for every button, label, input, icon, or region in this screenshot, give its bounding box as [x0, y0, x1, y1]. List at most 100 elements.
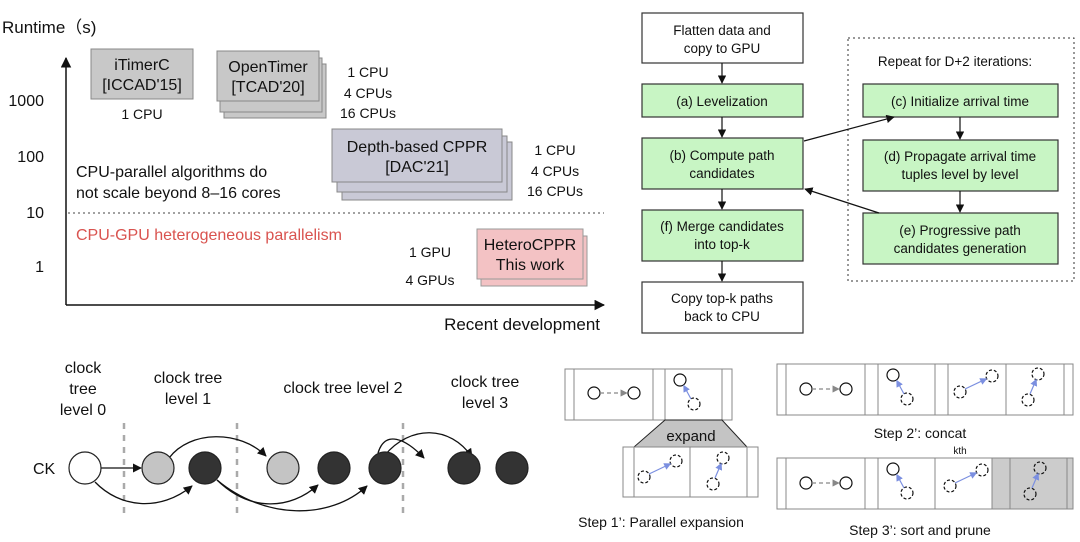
tree-node-dark [368, 451, 402, 485]
flow-box-copy-back: Copy top-k paths back to CPU [641, 281, 804, 334]
tree-edge [216, 479, 368, 512]
flow-box-merge-candidates: (f) Merge candidates into top-k [641, 209, 804, 262]
y-tick-1: 1 [35, 259, 44, 276]
pending-node-icon [953, 385, 967, 399]
svg-text:copy to GPU: copy to GPU [684, 41, 761, 56]
heterocppr-resource-2: 4 GPUs [405, 272, 454, 288]
path-arrow-icon [1029, 378, 1038, 395]
runtime-chart: Runtime（s) Recent development 1000 100 1… [2, 18, 606, 334]
svg-text:(f) Merge candidates: (f) Merge candidates [660, 219, 784, 234]
opentimer-resource-1: 1 CPU [347, 64, 388, 80]
tree-edge [168, 436, 267, 459]
pending-node-icon [706, 477, 720, 491]
flow-box-initialize-arrival: (c) Initialize arrival time [862, 83, 1059, 118]
method-box-depth-cppr: Depth-based CPPR [DAC'21] [331, 128, 513, 201]
depth-cppr-resource-2: 4 CPUs [531, 163, 579, 179]
svg-text:iTimerC: iTimerC [114, 57, 169, 74]
node-icon [673, 373, 687, 387]
node-icon [886, 462, 900, 476]
clock-tree-diagram: clock tree level 0 clock tree level 1 cl… [33, 360, 529, 515]
pending-node-icon [943, 479, 957, 493]
method-box-itimerc: iTimerC [ICCAD'15] [90, 48, 194, 100]
node-icon [886, 368, 900, 382]
tree-node-dark [317, 451, 351, 485]
cpu-note-line-2: not scale beyond 8–16 cores [76, 185, 281, 202]
node-icon [627, 386, 641, 400]
flow-arrow-to-loop [803, 114, 895, 142]
svg-text:into top-k: into top-k [694, 237, 750, 252]
tree-edge [377, 438, 425, 459]
steps-diagram: expand Step 1’: Parallel expansion Step … [564, 363, 1074, 538]
y-tick-100: 100 [17, 149, 44, 166]
path-arrow-icon [683, 384, 692, 400]
flow-arrow-from-loop [804, 187, 880, 214]
svg-text:(d) Propagate arrival time: (d) Propagate arrival time [884, 149, 1036, 164]
step2-caption: Step 2’: concat [874, 425, 967, 441]
svg-text:(c) Initialize arrival time: (c) Initialize arrival time [891, 94, 1029, 109]
cell-glyphs [587, 367, 1047, 501]
svg-text:[DAC'21]: [DAC'21] [385, 159, 449, 176]
heterocppr-resource-1: 1 GPU [409, 244, 451, 260]
path-arrow-icon [954, 472, 978, 484]
pruned-region [991, 457, 1074, 510]
flow-box-propagate-arrival: (d) Propagate arrival time tuples level … [862, 139, 1059, 192]
tree-node-dark [495, 451, 529, 485]
svg-text:candidates generation: candidates generation [894, 241, 1027, 256]
path-arrow-icon [896, 473, 905, 489]
step1-output-array [622, 446, 759, 498]
tree-node-root [68, 451, 102, 485]
pending-node-icon [637, 470, 651, 484]
flow-box-compute-path-candidates: (b) Compute path candidates [641, 137, 804, 190]
node-icon [839, 382, 853, 396]
pending-node-icon [985, 369, 999, 383]
tree-edge [216, 479, 319, 505]
svg-text:HeteroCPPR: HeteroCPPR [484, 237, 576, 254]
level-3-label-2: level 3 [462, 395, 508, 412]
tree-node-dark [188, 451, 222, 485]
loop-title: Repeat for D+2 iterations: [878, 54, 1032, 69]
tree-node-dark [447, 451, 481, 485]
pending-node-icon [1023, 487, 1037, 501]
gpu-note: CPU-GPU heterogeneous parallelism [76, 227, 342, 244]
pending-node-icon [1021, 393, 1035, 407]
level-1-label-2: level 1 [165, 391, 211, 408]
depth-cppr-resource-3: 16 CPUs [527, 183, 583, 199]
step1-input-array [564, 368, 733, 421]
tree-node-light [141, 451, 175, 485]
pending-node-icon [975, 463, 989, 477]
svg-text:OpenTimer: OpenTimer [228, 59, 308, 76]
step1-caption: Step 1’: Parallel expansion [578, 514, 744, 530]
level-1-label-1: clock tree [154, 370, 223, 387]
level-3-label-1: clock tree [451, 374, 520, 391]
y-tick-10: 10 [26, 205, 44, 222]
method-box-opentimer: OpenTimer [TCAD'20] [216, 50, 327, 119]
svg-text:[TCAD'20]: [TCAD'20] [231, 79, 304, 96]
cpu-note-line-1: CPU-parallel algorithms do [76, 164, 267, 181]
root-label: CK [33, 461, 56, 478]
svg-text:candidates: candidates [689, 166, 755, 181]
loop-container [847, 37, 1075, 282]
svg-text:This work: This work [496, 257, 565, 274]
level-0-label-1: clock [65, 360, 102, 377]
opentimer-resource-3: 16 CPUs [340, 105, 396, 121]
path-arrow-icon [1031, 472, 1040, 489]
path-arrow-icon [648, 463, 672, 475]
pending-node-icon [1033, 461, 1047, 475]
pending-node-icon [716, 451, 730, 465]
svg-text:Flatten data and: Flatten data and [673, 23, 771, 38]
svg-text:Depth-based CPPR: Depth-based CPPR [347, 139, 488, 156]
node-icon [839, 476, 853, 490]
level-2-label: clock tree level 2 [283, 380, 402, 397]
tree-edge [94, 481, 193, 505]
svg-text:(e) Progressive path: (e) Progressive path [899, 223, 1021, 238]
step3-caption: Step 3’: sort and prune [849, 522, 991, 538]
method-box-heterocppr: HeteroCPPR This work [476, 228, 588, 287]
svg-text:Copy top-k paths: Copy top-k paths [671, 291, 773, 306]
pending-node-icon [1031, 367, 1045, 381]
tree-node-light [266, 451, 300, 485]
y-tick-1000: 1000 [8, 93, 44, 110]
expand-label: expand [666, 428, 715, 445]
x-axis-label: Recent development [444, 315, 600, 334]
kth-label: kth [953, 446, 966, 457]
